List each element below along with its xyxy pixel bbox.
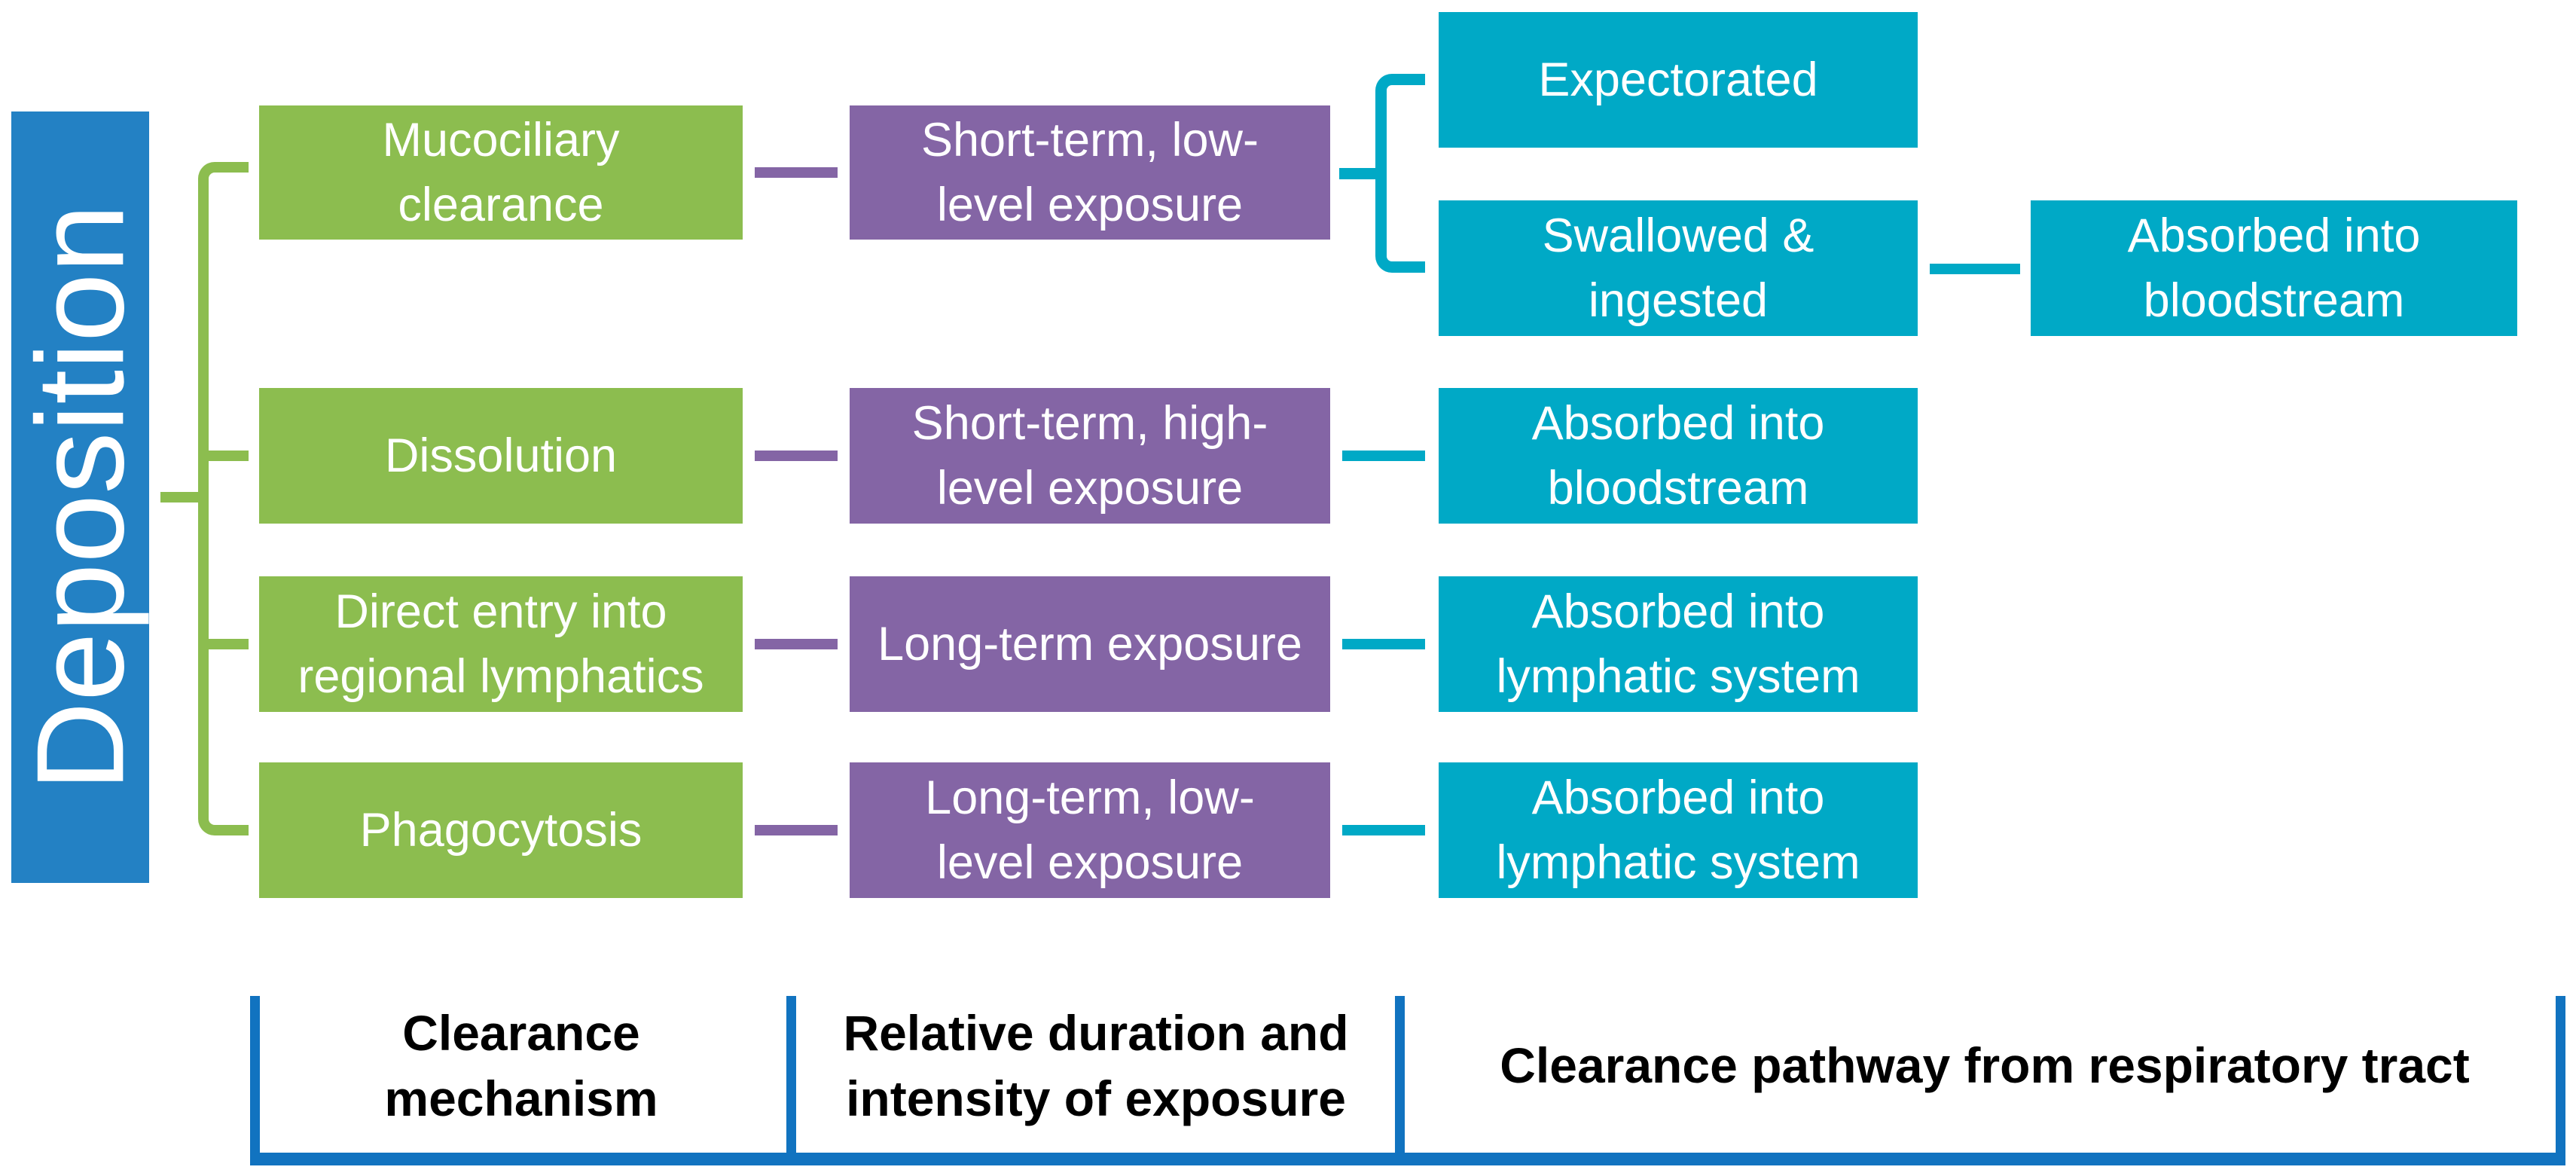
mechanisms-bracket-arm-dissolution bbox=[209, 451, 249, 461]
exposure-label: Short-term, low- level exposure bbox=[920, 113, 1259, 231]
mechanism-label: Phagocytosis bbox=[359, 803, 642, 857]
footer-label-text: Clearance mechanism bbox=[384, 1004, 658, 1126]
mechanisms-bracket bbox=[198, 162, 249, 835]
mechanism-box-dissolution: Dissolution bbox=[259, 388, 743, 524]
mechanism-label: Direct entry into regional lymphatics bbox=[298, 585, 704, 703]
pathway-box-swallowed-ingested: Swallowed & ingested bbox=[1439, 200, 1918, 336]
pathway-label: Expectorated bbox=[1538, 53, 1818, 106]
connector-direct-entry-to-exposure bbox=[755, 639, 838, 649]
exposure-label: Long-term exposure bbox=[877, 617, 1302, 670]
exposure-box-long-term: Long-term exposure bbox=[850, 576, 1330, 712]
pathway-box-absorbed-bloodstream: Absorbed into bloodstream bbox=[1439, 388, 1918, 524]
exposure-box-short-term-high: Short-term, high- level exposure bbox=[850, 388, 1330, 524]
connector-mucociliary-to-exposure bbox=[755, 167, 838, 178]
deposition-root-label: Deposition bbox=[11, 203, 149, 791]
footer-label-clearance-mechanism: Clearance mechanism bbox=[256, 991, 786, 1141]
connector-phagocytosis-to-exposure bbox=[755, 825, 838, 835]
mechanisms-bracket-arm-direct-entry bbox=[209, 639, 249, 649]
connector-long-term-low-to-pathway bbox=[1342, 825, 1425, 835]
connector-long-term-to-pathway bbox=[1342, 639, 1425, 649]
deposition-bracket-stub bbox=[160, 492, 209, 502]
mechanism-box-phagocytosis: Phagocytosis bbox=[259, 762, 743, 898]
exposure-label: Short-term, high- level exposure bbox=[911, 396, 1268, 515]
exposure-box-short-term-low: Short-term, low- level exposure bbox=[850, 105, 1330, 240]
footer-bracket bbox=[250, 996, 2565, 1165]
pathway-box-absorbed-bloodstream-right: Absorbed into bloodstream bbox=[2031, 200, 2517, 336]
exposure-box-long-term-low: Long-term, low- level exposure bbox=[850, 762, 1330, 898]
connector-swallowed-to-bloodstream bbox=[1930, 264, 2020, 274]
pathway-label: Absorbed into lymphatic system bbox=[1496, 771, 1860, 889]
pathway-box-absorbed-lymphatic-1: Absorbed into lymphatic system bbox=[1439, 576, 1918, 712]
mechanism-box-direct-entry: Direct entry into regional lymphatics bbox=[259, 576, 743, 712]
pathway-box-absorbed-lymphatic-2: Absorbed into lymphatic system bbox=[1439, 762, 1918, 898]
mechanism-label: Dissolution bbox=[384, 429, 618, 482]
pathway-label: Absorbed into lymphatic system bbox=[1496, 585, 1860, 703]
pathway-label: Absorbed into bloodstream bbox=[2127, 209, 2421, 327]
pathways-bracket bbox=[1375, 74, 1425, 273]
footer-bracket-tick-2 bbox=[786, 996, 796, 1153]
exposure-bracket-stub bbox=[1339, 168, 1375, 179]
footer-label-text: Relative duration and intensity of expos… bbox=[843, 1004, 1349, 1126]
mechanism-label: Mucociliary clearance bbox=[382, 113, 620, 231]
mechanism-box-mucociliary-clearance: Mucociliary clearance bbox=[259, 105, 743, 240]
connector-dissolution-to-exposure bbox=[755, 451, 838, 461]
footer-bracket-tick-3 bbox=[1395, 996, 1405, 1153]
deposition-root-box: Deposition bbox=[11, 111, 149, 883]
pathway-box-expectorated: Expectorated bbox=[1439, 12, 1918, 148]
footer-label-duration-intensity: Relative duration and intensity of expos… bbox=[798, 991, 1393, 1141]
pathway-label: Absorbed into bloodstream bbox=[1531, 396, 1825, 515]
exposure-label: Long-term, low- level exposure bbox=[925, 771, 1255, 889]
pathway-label: Swallowed & ingested bbox=[1542, 209, 1814, 327]
footer-label-text: Clearance pathway from respiratory tract bbox=[1500, 1037, 2470, 1094]
connector-short-term-high-to-pathway bbox=[1342, 451, 1425, 461]
footer-label-clearance-pathway: Clearance pathway from respiratory tract bbox=[1409, 991, 2561, 1141]
